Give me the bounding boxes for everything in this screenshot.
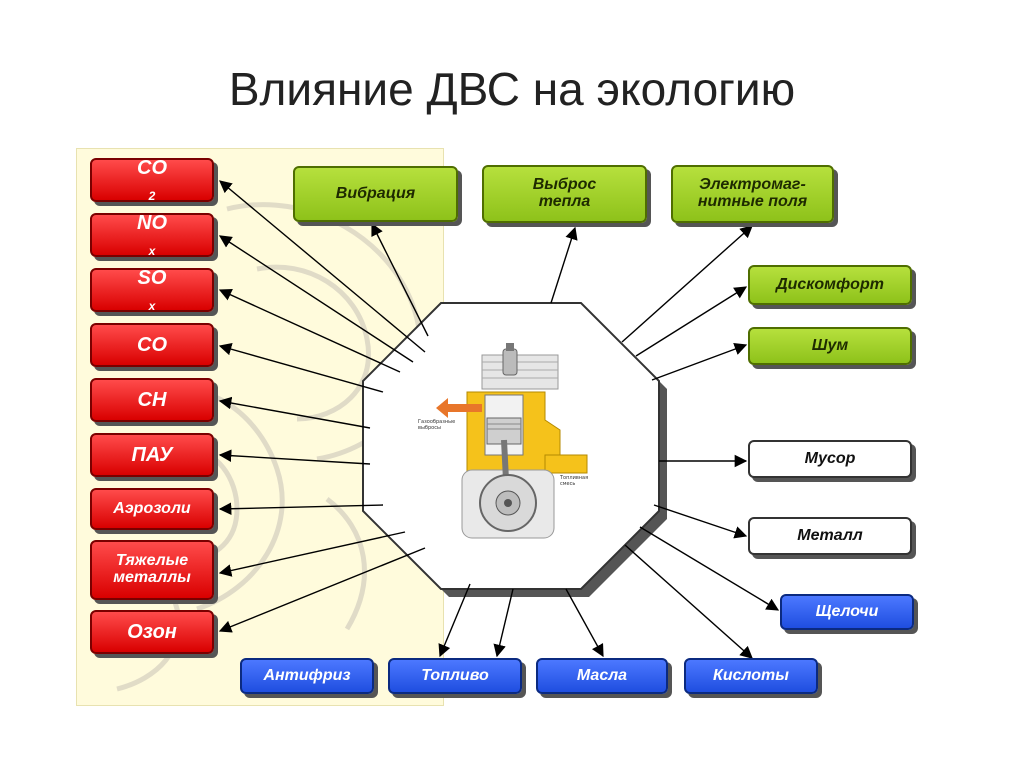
acids-text: Кислоты <box>713 666 789 684</box>
vibration-text: Вибрация <box>335 184 416 202</box>
box-ch: CH <box>90 378 214 422</box>
engine-label-fuel: Топливная смесь <box>560 475 589 487</box>
metal-text: Металл <box>797 526 863 544</box>
box-aerosols: Аэрозоли <box>90 488 214 530</box>
co2-subscript: 2 <box>148 188 156 203</box>
arrow-co <box>218 343 384 393</box>
box-oils: Масла <box>536 658 668 694</box>
nox-subscript: x <box>148 243 156 258</box>
arrows-group <box>218 180 780 659</box>
box-alkali: Щелочи <box>780 594 914 630</box>
arrow-metal <box>653 504 748 539</box>
box-discomfort: Дискомфорт <box>748 265 912 305</box>
box-fuel: Топливо <box>388 658 522 694</box>
pau-text: ПАУ <box>131 443 173 466</box>
antifreeze-text: Антифриз <box>263 666 351 684</box>
engine-label-exhaust-line1: Газообразные <box>418 419 456 425</box>
engine-label-exhaust-line2: выбросы <box>418 424 441 431</box>
engine-label-fuel-line2: смесь <box>560 480 576 487</box>
engine-illustration <box>436 343 588 539</box>
oils-text: Масла <box>576 666 628 684</box>
co2-text: CO <box>137 156 167 179</box>
box-co2: CO 2 <box>90 156 214 203</box>
arrow-heat <box>550 226 578 304</box>
co-text: CO <box>137 333 167 356</box>
box-metal: Металл <box>748 517 912 555</box>
heavy-metals-line2: металлы <box>113 569 191 586</box>
box-em-fields: Электромаг- нитные поля <box>671 165 834 223</box>
alkali-text: Щелочи <box>815 602 879 620</box>
heat-line2: тепла <box>538 193 591 210</box>
ozone-text: Озон <box>127 620 177 643</box>
em-line1: Электромаг- <box>699 176 806 194</box>
arrow-fuel <box>493 588 514 658</box>
fuel-text: Топливо <box>421 666 489 684</box>
box-nox: NO x <box>90 211 214 258</box>
box-pau: ПАУ <box>90 433 214 477</box>
arrow-em <box>621 225 753 343</box>
sox-subscript: x <box>148 298 156 313</box>
arrow-discomfort <box>635 286 748 357</box>
em-line2: нитные поля <box>697 193 808 210</box>
box-heavy-metals: Тяжелые металлы <box>90 540 214 600</box>
arrow-alkali <box>639 526 780 611</box>
nox-text: NO <box>137 211 167 234</box>
arrow-aerosols <box>218 502 384 516</box>
sox-text: SO <box>137 266 167 289</box>
noise-text: Шум <box>811 336 849 354</box>
box-heat: Выброс тепла <box>482 165 647 223</box>
heat-line1: Выброс <box>532 176 597 194</box>
box-co: CO <box>90 323 214 367</box>
arrow-antifreeze <box>438 583 471 658</box>
engine-label-fuel-line1: Топливная <box>560 475 589 481</box>
arrow-vibration <box>371 222 429 337</box>
arrow-heavy-metals <box>218 531 406 577</box>
box-antifreeze: Антифриз <box>240 658 374 694</box>
engine-label-exhaust: Газообразные выбросы <box>418 419 456 431</box>
discomfort-text: Дискомфорт <box>776 275 884 293</box>
arrow-co2 <box>219 180 426 353</box>
box-ozone: Озон <box>90 610 214 654</box>
arrow-pau <box>218 449 371 465</box>
arrow-sox <box>218 288 401 373</box>
box-noise: Шум <box>748 327 912 365</box>
box-sox: SO x <box>90 266 214 313</box>
arrow-acids <box>624 544 753 659</box>
page-title: Влияние ДВС на экологию <box>228 63 796 115</box>
arrow-nox <box>218 235 414 363</box>
box-garbage: Мусор <box>748 440 912 478</box>
heavy-metals-line1: Тяжелые <box>115 552 189 570</box>
arrow-oils <box>565 588 604 658</box>
box-acids: Кислоты <box>684 658 818 694</box>
box-vibration: Вибрация <box>293 166 458 222</box>
arrow-ch <box>218 396 371 429</box>
arrow-ozone <box>218 547 426 633</box>
arrow-noise <box>651 343 748 381</box>
aerosols-text: Аэрозоли <box>113 499 191 517</box>
garbage-text: Мусор <box>804 449 856 467</box>
ch-text: CH <box>137 388 167 411</box>
